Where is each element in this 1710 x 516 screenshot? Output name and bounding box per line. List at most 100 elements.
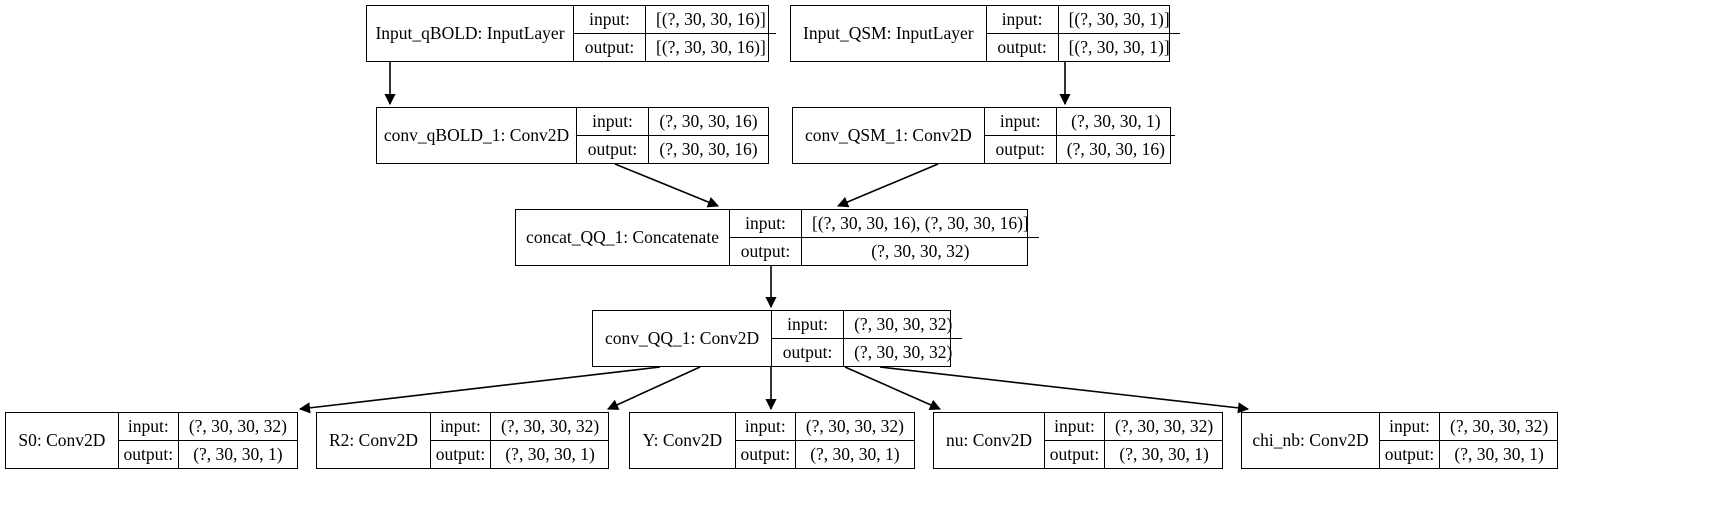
input-shape-value: (?, 30, 30, 32) [854,313,953,334]
layer-name-conv_qbold_1: conv_qBOLD_1: Conv2D [377,108,577,163]
layer-name-nu: nu: Conv2D [934,413,1045,468]
input-shape-value: (?, 30, 30, 32) [500,415,600,436]
output-shape-value: (?, 30, 30, 32) [854,341,953,362]
layer-io-conv_qq_1: input: (?, 30, 30, 32) output: (?, 30, 30, … [772,311,963,366]
layer-input-row-input_qbold: input:[(?, 30, 30, 16)] [574,6,776,34]
input-shape-value: (?, 30, 30, 32) [805,415,904,436]
input-label: input: [772,311,845,338]
output-label: output: [1380,440,1440,468]
input-label: input: [577,108,649,135]
output-shape-value: (?, 30, 30, 1) [505,443,595,464]
edge-conv_qq_1-to-nu [844,366,942,411]
input-label: input: [985,108,1057,135]
output-shape-value: (?, 30, 30, 1) [1119,443,1209,464]
layer-io-input_qsm: input: [(?, 30, 30, 1)] output: [(?, 30, 30… [986,6,1180,61]
input-shape-value: [(?, 30, 30, 1)] [1068,8,1170,29]
layer-io-conv_qsm_1: input: (?, 30, 30, 1) output: (?, 30, 30, 1… [984,108,1175,163]
layer-input-row-nu: input: (?, 30, 30, 32) [1045,413,1224,441]
input-label: input: [1045,413,1105,440]
layer-input-row-r2: input: (?, 30, 30, 32) [430,413,610,441]
layer-output-row-chi_nb: output:(?, 30, 30, 1) [1380,440,1558,468]
layer-output-row-s0: output: (?, 30, 30, 1) [119,440,297,468]
layer-name-input_qsm: Input_QSM: InputLayer [791,6,987,61]
output-label: output: [1045,440,1105,468]
output-label: output: [574,33,646,61]
layer-input-row-conv_qq_1: input: (?, 30, 30, 32) [772,311,963,339]
layer-output-row-y: output:(?, 30, 30, 1) [736,440,914,468]
input-label: input: [987,6,1059,33]
layer-io-concat_qq_1: input: [(?, 30, 30, 16), (?, 30, 30, 16)]… [730,210,1039,265]
input-shape-value: (?, 30, 30, 32) [1115,415,1214,436]
input-label: input: [119,413,179,440]
layer-name-r2: R2: Conv2D [317,413,431,468]
output-label: output: [577,135,649,163]
input-label: input: [736,413,796,440]
layer-name-concat_qq_1: concat_QQ_1: Concatenate [516,210,730,265]
layer-io-input_qbold: input:[(?, 30, 30, 16)]output: [(?, 30, 3… [574,6,776,61]
edge-conv_qq_1-to-r2 [606,366,701,410]
output-shape-value: [(?, 30, 30, 1)] [1068,36,1170,57]
output-shape-value: (?, 30, 30, 32) [871,240,970,261]
output-shape-value: [(?, 30, 30, 16)] [656,36,766,57]
layer-output-row-conv_qbold_1: output: (?, 30, 30, 16) [577,135,768,163]
edge-conv_qq_1-to-chi_nb [879,366,1250,414]
layer-output-row-input_qbold: output: [(?, 30, 30, 16)] [574,33,776,61]
layer-input-row-s0: input: (?, 30, 30, 32) [118,413,297,441]
layer-name-conv_qsm_1: conv_QSM_1: Conv2D [793,108,985,163]
output-label: output: [736,440,796,468]
layer-io-nu: input: (?, 30, 30, 32) output: (?, 30, 30, … [1045,413,1224,468]
layer-io-y: input: (?, 30, 30, 32) output:(?, 30, 30, … [735,413,914,468]
edge-conv_qq_1-to-s0 [298,366,661,414]
input-shape-value: (?, 30, 30, 32) [1450,415,1549,436]
layer-io-r2: input: (?, 30, 30, 32) output: (?, 30, 30, … [430,413,610,468]
layer-name-chi_nb: chi_nb: Conv2D [1242,413,1380,468]
input-label: input: [431,413,491,440]
layer-input-row-conv_qbold_1: input: (?, 30, 30, 16) [577,108,768,136]
layer-output-row-nu: output: (?, 30, 30, 1) [1045,440,1223,468]
layer-output-row-concat_qq_1: output:(?, 30, 30, 32) [730,237,1039,265]
output-shape-value: (?, 30, 30, 16) [659,138,758,159]
layer-output-row-r2: output: (?, 30, 30, 1) [431,440,609,468]
input-shape-value: (?, 30, 30, 1) [1071,110,1161,131]
input-shape-value: [(?, 30, 30, 16), (?, 30, 30, 16)] [812,212,1029,233]
input-shape-value: (?, 30, 30, 16) [659,110,758,131]
layer-io-conv_qbold_1: input: (?, 30, 30, 16) output: (?, 30, 30, … [577,108,768,163]
layer-output-row-conv_qsm_1: output: (?, 30, 30, 16) [985,135,1175,163]
input-shape-value: [(?, 30, 30, 16)] [656,8,766,29]
output-label: output: [985,135,1057,163]
edge-conv_qbold_1-to-concat_qq_1 [614,163,720,208]
layer-input-row-input_qsm: input: [(?, 30, 30, 1)] [986,6,1180,34]
output-shape-value: (?, 30, 30, 1) [193,443,283,464]
layer-name-conv_qq_1: conv_QQ_1: Conv2D [593,311,773,366]
layer-name-input_qbold: Input_qBOLD: InputLayer [367,6,574,61]
layer-io-s0: input: (?, 30, 30, 32) output: (?, 30, 30, … [118,413,297,468]
output-label: output: [119,440,179,468]
output-label: output: [772,338,845,366]
layer-name-y: Y: Conv2D [630,413,736,468]
layer-input-row-y: input: (?, 30, 30, 32) [735,413,914,441]
output-shape-value: (?, 30, 30, 16) [1066,138,1165,159]
layer-output-row-conv_qq_1: output: (?, 30, 30, 32) [772,338,962,366]
output-label: output: [987,33,1059,61]
layer-input-row-conv_qsm_1: input: (?, 30, 30, 1) [984,108,1175,136]
input-shape-value: (?, 30, 30, 32) [188,415,287,436]
layer-io-chi_nb: input: (?, 30, 30, 32) output:(?, 30, 30, … [1380,413,1559,468]
edge-conv_qsm_1-to-concat_qq_1 [836,163,939,208]
output-label: output: [431,440,491,468]
input-label: input: [1380,413,1440,440]
layer-output-row-input_qsm: output: [(?, 30, 30, 1)] [987,33,1180,61]
layer-input-row-chi_nb: input: (?, 30, 30, 32) [1380,413,1559,441]
input-label: input: [730,210,802,237]
